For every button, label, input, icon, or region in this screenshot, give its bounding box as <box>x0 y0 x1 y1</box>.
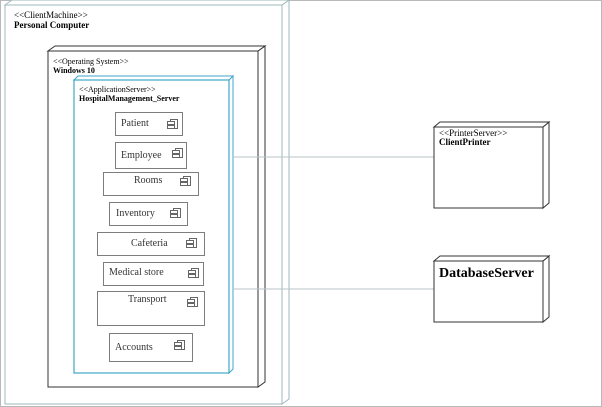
component-icon <box>167 119 178 129</box>
component-accounts: Accounts <box>109 333 193 362</box>
component-label: Inventory <box>116 208 155 219</box>
component-label: Transport <box>128 294 167 305</box>
component-icon <box>186 238 197 248</box>
database-server-node <box>432 254 551 324</box>
component-icon <box>170 208 181 218</box>
operating-system-name: Windows 10 <box>53 66 95 75</box>
component-label: Rooms <box>134 175 163 186</box>
component-label: Medical store <box>109 267 164 278</box>
application-server-stereotype: <<ApplicationServer>> <box>79 85 156 94</box>
component-cafeteria: Cafeteria <box>97 232 205 256</box>
component-transport: Transport <box>97 291 205 326</box>
component-icon <box>174 340 185 350</box>
printer-server-node <box>432 120 551 210</box>
component-patient: Patient <box>115 112 183 136</box>
operating-system-stereotype: <<Operating System>> <box>53 57 129 66</box>
component-inventory: Inventory <box>109 202 188 226</box>
component-rooms: Rooms <box>103 172 199 196</box>
printer-server-name: ClientPrinter <box>439 137 491 147</box>
component-icon <box>180 176 191 186</box>
client-machine-stereotype: <<ClientMachine>> <box>14 10 88 20</box>
database-server-name: DatabaseServer <box>439 266 534 281</box>
client-machine-name: Personal Computer <box>14 20 90 30</box>
component-employee: Employee <box>115 142 187 169</box>
component-label: Accounts <box>115 342 153 353</box>
component-icon <box>188 268 199 278</box>
component-icon <box>187 297 198 307</box>
printer-server-stereotype: <<PrinterServer>> <box>439 128 508 138</box>
component-label: Cafeteria <box>131 238 168 249</box>
application-server-name: HospitalManagement_Server <box>79 94 180 103</box>
component-icon <box>172 148 183 158</box>
component-medical-store: Medical store <box>103 262 204 286</box>
component-label: Patient <box>121 118 149 129</box>
component-label: Employee <box>121 150 162 161</box>
